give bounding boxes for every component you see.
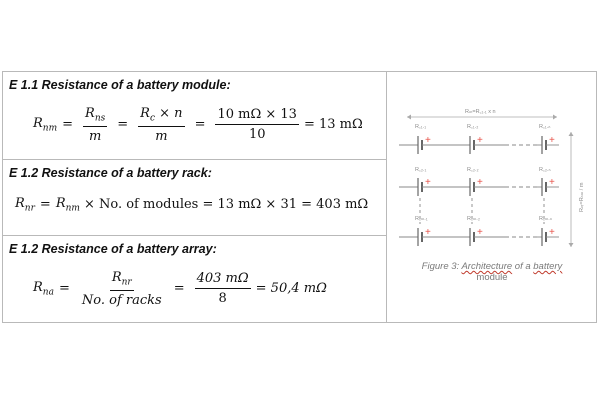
cell-label: R꜀₂.ₙ bbox=[539, 167, 552, 173]
arrow-down-head bbox=[568, 243, 574, 247]
svg-text:+: + bbox=[549, 177, 555, 188]
cell-label: R꜀₁.ₙ bbox=[539, 124, 551, 130]
module-resistance-section: E 1.1 Resistance of a battery module: Rn… bbox=[3, 72, 386, 160]
rack-resistance-section: E 1.2 Resistance of a battery rack: Rnr … bbox=[3, 160, 386, 236]
section-heading: E 1.2 Resistance of a battery rack: bbox=[9, 166, 212, 180]
cell-label: R꜀ₘ.₂ bbox=[467, 216, 480, 222]
fraction-values: 10 mΩ × 13 10 bbox=[215, 107, 299, 143]
cell-label: R꜀₁.₁ bbox=[415, 124, 426, 130]
fraction-rc-times-n-over-m: Rc × n m bbox=[138, 106, 185, 144]
section-heading: E 1.2 Resistance of a battery array: bbox=[9, 242, 217, 256]
rack-resistance-label: Rₙᵣ=Rₙₘ / m bbox=[579, 182, 585, 212]
svg-text:+: + bbox=[425, 135, 431, 146]
array-resistance-section: E 1.2 Resistance of a battery array: Rna… bbox=[3, 236, 386, 322]
cell-label: R꜀ₘ.₁ bbox=[415, 216, 428, 222]
module-resistance-equation: Rnm = Rns m = Rc × n m = 10 mΩ × 13 10 =… bbox=[33, 106, 363, 144]
lhs-symbol: Rnm bbox=[33, 116, 58, 134]
section-heading: E 1.1 Resistance of a battery module: bbox=[9, 78, 231, 92]
cell-row-2: R꜀₂.₁ R꜀₂.₂ R꜀₂.ₙ + + + bbox=[399, 167, 559, 196]
lhs-symbol: Rnr bbox=[15, 196, 35, 214]
cell-label: R꜀₂.₁ bbox=[415, 167, 427, 173]
rhs-symbol: Rnm bbox=[55, 196, 80, 214]
equations-column: E 1.1 Resistance of a battery module: Rn… bbox=[3, 72, 387, 322]
arrow-up-head bbox=[568, 132, 574, 136]
array-resistance-equation: Rna = Rnr No. of racks = 403 mΩ 8 = 50,4… bbox=[33, 270, 327, 308]
equations-table: E 1.1 Resistance of a battery module: Rn… bbox=[2, 71, 597, 323]
svg-text:+: + bbox=[477, 227, 483, 238]
arrow-right-head bbox=[553, 114, 557, 120]
svg-text:+: + bbox=[425, 227, 431, 238]
fraction-rnr-over-racks: Rnr No. of racks bbox=[81, 270, 162, 308]
fraction-rns-over-m: Rns m bbox=[83, 106, 108, 144]
svg-text:+: + bbox=[549, 135, 555, 146]
cell-row-m: R꜀ₘ.₁ R꜀ₘ.₂ R꜀ₘ.ₙ + + + bbox=[399, 216, 559, 246]
module-resistance-label: Rₘ=R꜀₁.₁ x n bbox=[465, 109, 496, 115]
cell-label: R꜀₁.₂ bbox=[467, 124, 478, 130]
rack-equation-rest: × No. of modules = 13 mΩ × 31 = 403 mΩ bbox=[83, 197, 369, 213]
figure-caption: Figure 3: Architecture of a battery modu… bbox=[421, 261, 563, 283]
svg-text:+: + bbox=[549, 227, 555, 238]
result-value: = 50,4 mΩ bbox=[255, 281, 327, 297]
figure-column: Rₘ=R꜀₁.₁ x n Rₙᵣ=Rₙₘ / m R꜀₁.₁ R꜀₁.₂ R꜀₁… bbox=[387, 72, 596, 322]
lhs-symbol: Rna bbox=[33, 280, 54, 298]
svg-text:+: + bbox=[477, 177, 483, 188]
fraction-values: 403 mΩ 8 bbox=[194, 271, 251, 307]
cell-label: R꜀ₘ.ₙ bbox=[539, 216, 553, 222]
arrow-left-head bbox=[407, 114, 411, 120]
svg-text:+: + bbox=[425, 177, 431, 188]
svg-text:+: + bbox=[477, 135, 483, 146]
cell-label: R꜀₂.₂ bbox=[467, 167, 479, 173]
rack-resistance-equation: Rnr = Rnm × No. of modules = 13 mΩ × 31 … bbox=[15, 196, 369, 214]
cell-row-1: R꜀₁.₁ R꜀₁.₂ R꜀₁.ₙ + + + bbox=[399, 124, 559, 154]
battery-module-diagram: Rₘ=R꜀₁.₁ x n Rₙᵣ=Rₙₘ / m R꜀₁.₁ R꜀₁.₂ R꜀₁… bbox=[399, 109, 585, 247]
result-value: = 13 mΩ bbox=[303, 117, 363, 133]
